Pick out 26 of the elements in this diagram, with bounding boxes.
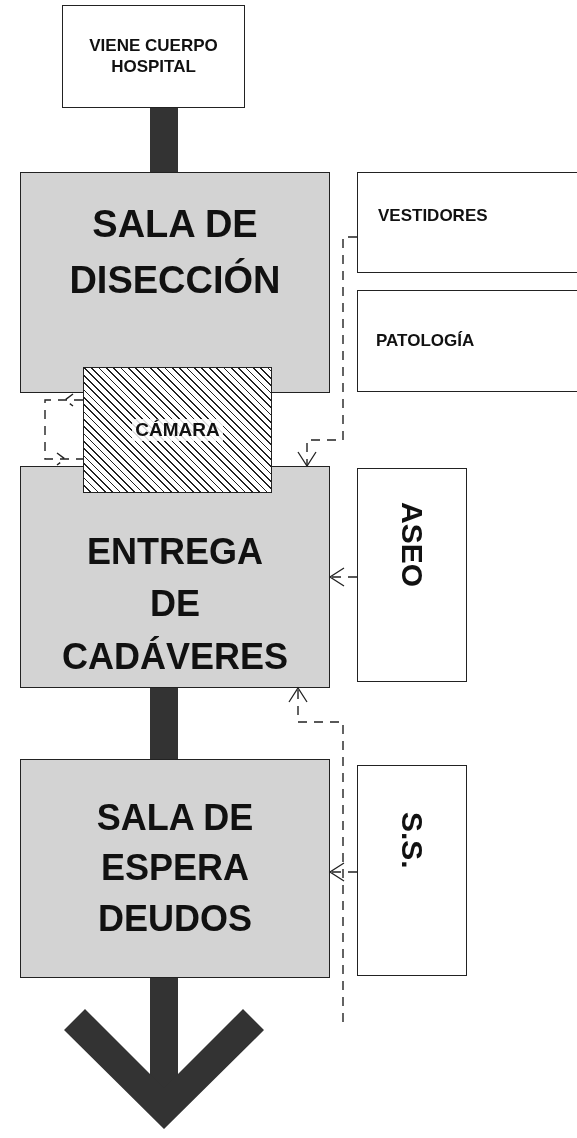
room-label: SALA DE ESPERA DEUDOS xyxy=(95,795,255,941)
room-box xyxy=(20,466,330,688)
hatched-room-box xyxy=(83,367,272,493)
dashed-arrow xyxy=(297,236,358,467)
dashed-arrow xyxy=(288,687,344,1023)
room-box xyxy=(357,468,467,682)
room-box xyxy=(357,172,577,273)
room-label: VESTIDORES xyxy=(378,206,488,227)
room-label: ASEO xyxy=(397,502,427,588)
dashed-arrow xyxy=(329,862,358,882)
room-box xyxy=(357,765,467,976)
room-label: PATOLOGÍA xyxy=(376,330,475,352)
room-label: CÁMARA xyxy=(132,418,223,442)
thick-connector xyxy=(150,688,178,759)
room-box xyxy=(62,5,245,108)
room-box xyxy=(20,172,330,393)
room-box xyxy=(20,759,330,978)
thick-connector xyxy=(64,978,264,1129)
dashed-arrow xyxy=(329,567,358,587)
dashed-arrow xyxy=(44,393,84,466)
room-label: ENTREGA DE CADÁVERES xyxy=(61,530,288,679)
room-label: S.S. xyxy=(397,812,427,869)
room-label: VIENE CUERPO HOSPITAL xyxy=(88,36,219,77)
room-label: SALA DE DISECCIÓN xyxy=(68,202,282,303)
thick-connector xyxy=(150,108,178,172)
room-box xyxy=(357,290,577,392)
